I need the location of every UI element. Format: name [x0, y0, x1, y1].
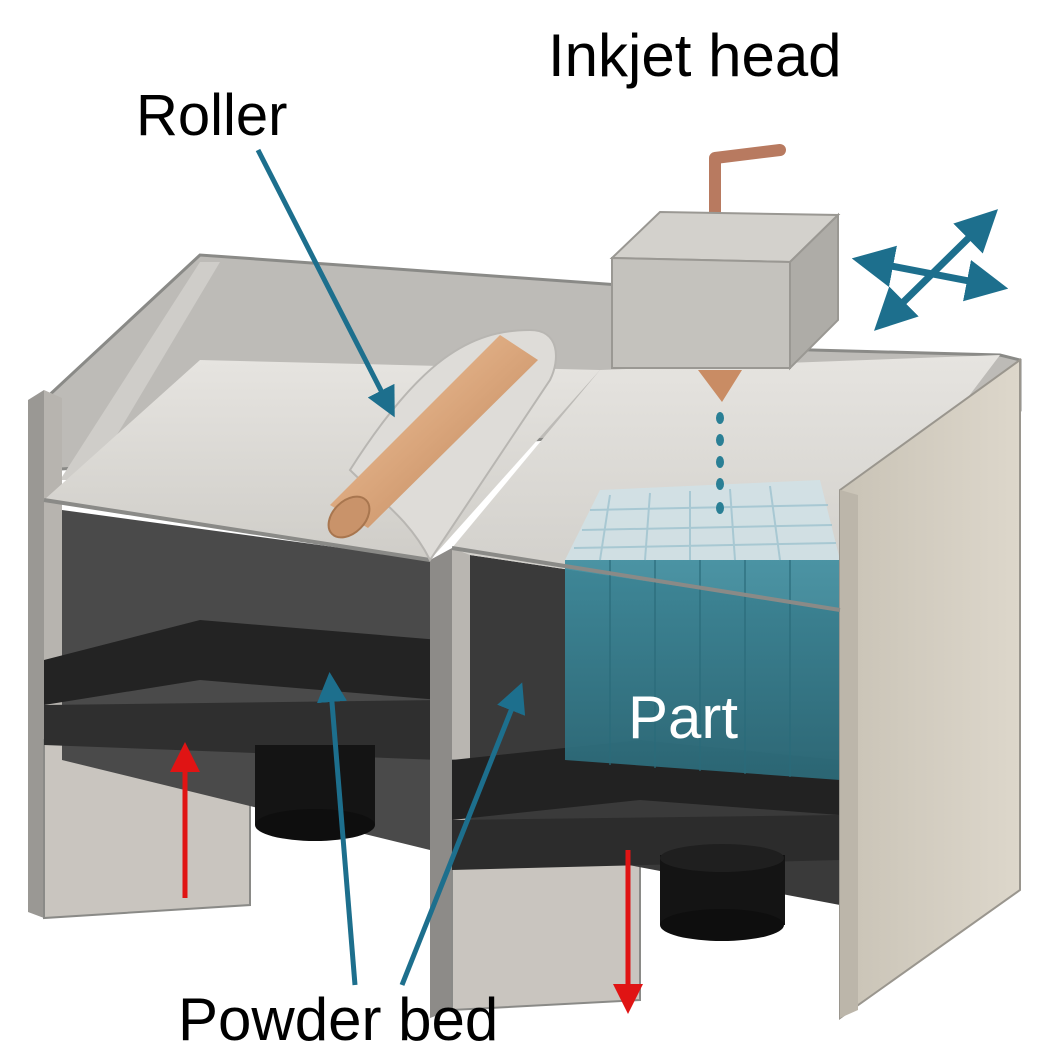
roller-end	[327, 495, 371, 539]
back-wall-inner	[60, 262, 220, 480]
roller-body	[330, 335, 538, 528]
label-part: Part	[628, 684, 738, 751]
roller-arrow-icon	[255, 148, 395, 418]
feed-tube	[709, 144, 786, 243]
nozzle	[698, 370, 742, 402]
middle-divider	[430, 548, 452, 1018]
inkjet-head	[609, 144, 841, 514]
head-side	[789, 212, 839, 371]
printed-part	[565, 480, 840, 780]
right-piston-top	[660, 844, 784, 872]
label-roller: Roller	[136, 83, 288, 148]
label-powder-bed: Powder bed	[178, 986, 498, 1053]
right-piston-base	[660, 909, 784, 941]
right-wall-edge	[840, 490, 858, 1018]
two-axis-motion-icon	[851, 209, 1009, 331]
droplets	[716, 412, 724, 514]
left-wall	[28, 390, 44, 918]
roller-assembly	[327, 328, 557, 562]
left-piston-base	[255, 809, 375, 841]
left-rim	[43, 498, 431, 562]
label-inkjet-head: Inkjet head	[548, 22, 842, 89]
part-front	[565, 560, 840, 780]
part-grid	[573, 485, 837, 561]
right-rim	[451, 546, 841, 612]
powder-bed-arrow-icon	[316, 672, 526, 986]
head-front	[611, 256, 791, 369]
